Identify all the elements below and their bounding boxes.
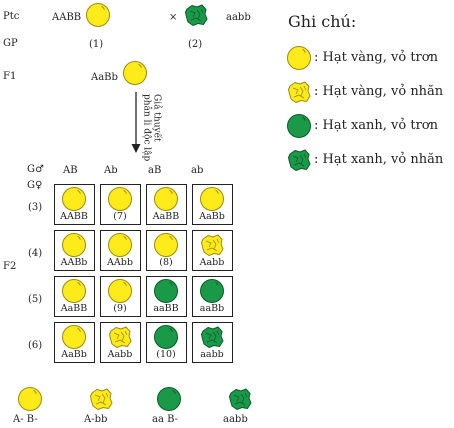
genotype-label: AABb (60, 257, 88, 268)
phenotype-label-2: A-bb (84, 414, 108, 425)
punnett-cell-4-1: AaBb (54, 322, 95, 363)
legend-item-4: : Hạt xanh, vỏ nhăn (314, 152, 444, 167)
yellow-smooth-seed-icon (107, 186, 133, 212)
gp-label: GP (3, 38, 18, 49)
yellow-smooth-seed-icon (61, 186, 87, 212)
punnett-cell-2-3: (8) (146, 230, 187, 271)
genotype-label: Aabb (107, 349, 133, 360)
green-smooth-seed-icon (286, 113, 312, 139)
gamete-col-4: ab (191, 165, 204, 176)
genotype-label: AaBB (60, 303, 88, 314)
legend-item-3: : Hạt xanh, vỏ trơn (314, 118, 438, 133)
yellow-smooth-seed-icon (61, 232, 87, 258)
gamete-row-2: (4) (28, 248, 43, 259)
green-smooth-seed-icon (199, 278, 225, 304)
genotype-label: aaBb (199, 303, 225, 314)
green-wrinkled-seed-icon (199, 324, 225, 350)
genotype-label: AaBb (61, 349, 87, 360)
yellow-smooth-seed-icon (107, 232, 133, 258)
parent2-number: (2) (188, 39, 203, 50)
gamete-row-3: (5) (28, 294, 43, 305)
punnett-cell-4-4: aabb (192, 322, 233, 363)
punnett-cell-2-1: AABb (54, 230, 95, 271)
parent1-seed-icon (85, 2, 111, 28)
legend-title: Ghi chú: (288, 12, 357, 31)
yellow-smooth-seed-icon (286, 45, 312, 71)
genotype-label: aabb (200, 349, 224, 360)
yellow-smooth-seed-icon (199, 186, 225, 212)
f1-genotype: AaBb (91, 72, 118, 83)
genotype-label: (8) (159, 257, 173, 268)
parent2-seed-icon (183, 2, 209, 28)
phenotype-label-3: aa B- (152, 414, 179, 425)
punnett-cell-1-1: AABB (54, 184, 95, 225)
genotype-label: Aabb (199, 257, 225, 268)
punnett-cell-1-2: (7) (100, 184, 141, 225)
yellow-smooth-seed-icon (107, 278, 133, 304)
gamete-row-1: (3) (28, 202, 43, 213)
punnett-cell-1-4: AaBb (192, 184, 233, 225)
f1-seed-icon (122, 60, 148, 86)
female-gamete-label: G♀ (27, 180, 43, 191)
yellow-wrinkled-seed-icon (286, 79, 312, 105)
parent2-genotype: aabb (226, 12, 251, 23)
genotype-label: AAbb (107, 257, 133, 268)
f2-label: F2 (3, 261, 17, 272)
arrow-down-icon (131, 92, 141, 153)
gamete-row-4: (6) (28, 340, 43, 351)
hypothesis-line1: Giả thuyết (151, 94, 162, 142)
yellow-smooth-seed-icon (153, 186, 179, 212)
yellow-smooth-seed-icon (17, 386, 43, 412)
ptc-label: Ptc (3, 11, 20, 22)
yellow-smooth-seed-icon (61, 278, 87, 304)
punnett-cell-4-2: Aabb (100, 322, 141, 363)
punnett-cell-1-3: AaBB (146, 184, 187, 225)
phenotype-label-1: A- B- (13, 414, 38, 425)
yellow-wrinkled-seed-icon (107, 324, 133, 350)
genotype-label: aaBB (153, 303, 179, 314)
hypothesis-line2: phân li độc lập (141, 94, 152, 162)
parent1-genotype: AABB (52, 12, 82, 23)
punnett-cell-2-4: Aabb (192, 230, 233, 271)
punnett-cell-3-1: AaBB (54, 276, 95, 317)
green-wrinkled-seed-icon (227, 386, 253, 412)
phenotype-label-4: aabb (223, 414, 248, 425)
punnett-cell-3-2: (9) (100, 276, 141, 317)
genotype-label: (10) (156, 349, 176, 360)
genotype-label: AaBB (152, 211, 180, 222)
hypothesis-text: Giả thuyết phân li độc lập (141, 94, 162, 162)
green-wrinkled-seed-icon (286, 147, 312, 173)
legend-item-2: : Hạt vàng, vỏ nhăn (314, 84, 444, 99)
yellow-smooth-seed-icon (61, 324, 87, 350)
punnett-cell-2-2: AAbb (100, 230, 141, 271)
cross-symbol: × (169, 12, 178, 23)
parent1-number: (1) (89, 39, 104, 50)
gamete-col-3: aB (148, 165, 162, 176)
yellow-smooth-seed-icon (153, 232, 179, 258)
punnett-square: AABB (7) AaBB AaBb AABb AAbb (8) Aabb Aa… (54, 184, 239, 369)
genotype-label: (7) (113, 211, 127, 222)
f1-label: F1 (3, 71, 17, 82)
male-gamete-label: G♂ (27, 164, 44, 175)
genotype-label: (9) (113, 303, 127, 314)
yellow-wrinkled-seed-icon (88, 386, 114, 412)
yellow-wrinkled-seed-icon (199, 232, 225, 258)
punnett-cell-3-3: aaBB (146, 276, 187, 317)
genotype-label: AABB (60, 211, 88, 222)
punnett-cell-3-4: aaBb (192, 276, 233, 317)
gamete-col-2: Ab (104, 165, 118, 176)
green-smooth-seed-icon (156, 386, 182, 412)
genotype-label: AaBb (199, 211, 225, 222)
green-smooth-seed-icon (153, 278, 179, 304)
punnett-cell-4-3: (10) (146, 322, 187, 363)
green-smooth-seed-icon (153, 324, 179, 350)
legend-item-1: : Hạt vàng, vỏ trơn (314, 50, 438, 65)
gamete-col-1: AB (63, 165, 78, 176)
